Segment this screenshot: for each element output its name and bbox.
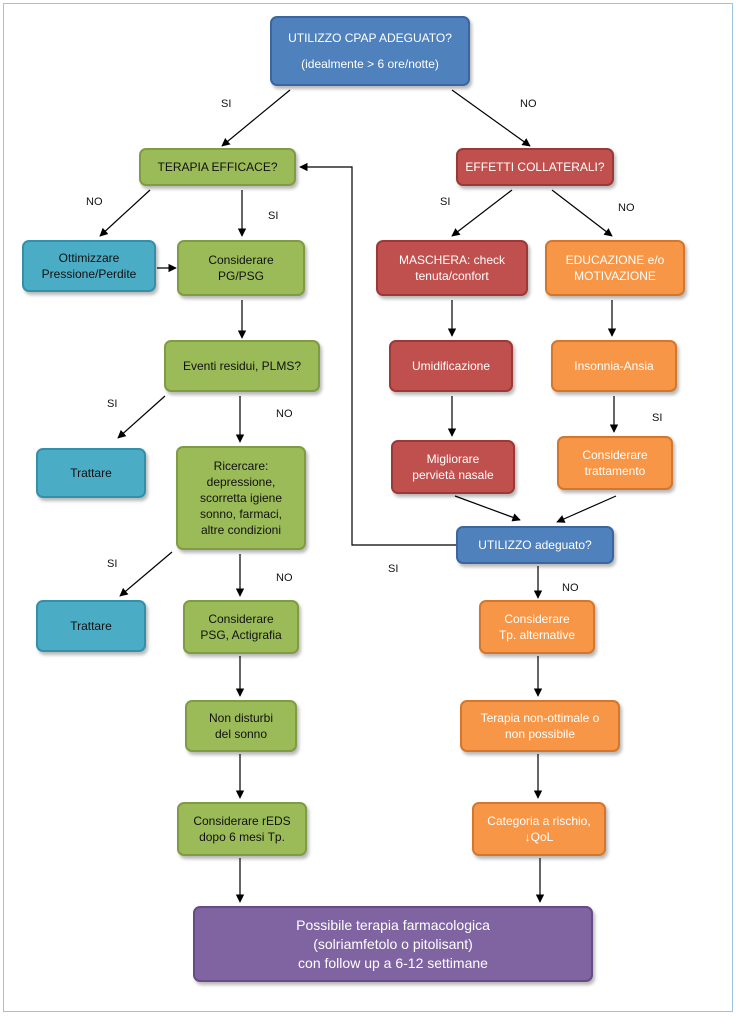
node-considerare-tp-line2: Tp. alternative	[498, 628, 576, 642]
node-ottimizzare-line1: Ottimizzare	[58, 251, 120, 265]
node-terapia-non-ottimale: Terapia non-ottimale o non possibile	[460, 700, 620, 752]
node-effetti-collaterali: EFFETTI COLLATERALI?	[456, 148, 614, 186]
label-si-eventi: SI	[107, 398, 118, 410]
label-no-terapia: NO	[86, 196, 103, 208]
node-trattare-1: Trattare	[36, 448, 146, 498]
label-si-insonnia: SI	[652, 412, 663, 424]
node-trattare-2-text: Trattare	[70, 619, 112, 633]
label-no-ricercare: NO	[276, 572, 293, 584]
page-frame	[3, 3, 733, 1012]
label-si-ricercare: SI	[107, 558, 118, 570]
node-considerare-psg-line1: Considerare	[208, 612, 274, 626]
node-ottimizzare-line2: Pressione/Perdite	[41, 267, 137, 281]
node-terapia-non-ottimale-line1: Terapia non-ottimale o	[480, 711, 600, 725]
node-maschera-line2: tenuta/confort	[415, 269, 489, 283]
node-non-disturbi: Non disturbi del sonno	[185, 700, 297, 752]
arrow-utilizzo-back-to-terapia	[299, 162, 456, 546]
node-utilizzo-cpap-line1: UTILIZZO CPAP ADEGUATO?	[288, 31, 452, 45]
node-considerare-reds-line2: dopo 6 mesi Tp.	[199, 830, 285, 844]
node-maschera: MASCHERA: check tenuta/confort	[376, 240, 528, 296]
node-utilizzo-cpap-line2: (idealmente > 6 ore/notte)	[301, 57, 439, 71]
node-utilizzo-adeguato-text: UTILIZZO adeguato?	[478, 538, 592, 552]
node-considerare-psg-line2: PSG, Actigrafia	[200, 628, 282, 642]
node-considerare-pg-psg: Considerare PG/PSG	[177, 240, 305, 296]
node-ricercare-line2: depressione,	[206, 475, 276, 489]
label-si-effetti: SI	[440, 196, 451, 208]
node-terapia-efficace: TERAPIA EFFICACE?	[139, 148, 296, 186]
node-categoria-line1: Categoria a rischio,	[487, 814, 591, 828]
node-considerare-tp: Considerare Tp. alternative	[479, 600, 595, 654]
node-categoria-line2: ↓QoL	[524, 830, 554, 844]
node-considerare-pg-psg-line1: Considerare	[208, 253, 274, 267]
node-considerare-pg-psg-line2: PG/PSG	[217, 269, 264, 283]
label-si-cpap: SI	[221, 98, 232, 110]
label-no-cpap: NO	[520, 98, 537, 110]
node-possibile-terapia-line1: Possibile terapia farmacologica	[296, 916, 490, 933]
label-no-utilizzo: NO	[562, 582, 579, 594]
node-ricercare-line5: altre condizioni	[200, 523, 282, 537]
arrow-eventi-to-trattare	[117, 395, 166, 439]
label-no-effetti: NO	[618, 202, 635, 214]
node-possibile-terapia-line2: (solriamfetolo o pitolisant)	[313, 935, 473, 952]
node-migliorare-line2: pervietà nasale	[412, 468, 494, 482]
node-considerare-tp-line1: Considerare	[504, 612, 570, 626]
node-possibile-terapia-line3: con follow up a 6-12 settimane	[298, 954, 488, 971]
node-ottimizzare: Ottimizzare Pressione/Perdite	[22, 240, 156, 292]
node-trattare-2: Trattare	[36, 600, 146, 652]
label-si-utilizzo: SI	[388, 563, 399, 575]
node-ricercare-line1: Ricercare:	[213, 459, 269, 473]
node-educazione: EDUCAZIONE e/o MOTIVAZIONE	[545, 240, 685, 296]
node-considerare-psg: Considerare PSG, Actigrafia	[183, 600, 299, 654]
node-utilizzo-adeguato: UTILIZZO adeguato?	[456, 526, 614, 564]
label-no-eventi: NO	[276, 408, 293, 420]
arrow-effetti-to-maschera	[451, 189, 513, 237]
node-insonnia-text: Insonnia-Ansia	[574, 359, 654, 373]
label-si-terapia: SI	[268, 210, 279, 222]
node-terapia-efficace-text: TERAPIA EFFICACE?	[157, 160, 278, 174]
node-maschera-line1: MASCHERA: check	[398, 253, 506, 267]
node-effetti-collaterali-text: EFFETTI COLLATERALI?	[465, 160, 605, 174]
node-educazione-line1: EDUCAZIONE e/o	[565, 253, 665, 267]
arrow-effetti-to-educazione	[551, 189, 613, 237]
node-possibile-terapia: Possibile terapia farmacologica (solriam…	[193, 906, 593, 982]
arrow-considerare-tratt-to-utilizzo	[556, 495, 617, 523]
arrow-terapia-to-ottimizzare	[99, 189, 151, 237]
node-utilizzo-cpap: UTILIZZO CPAP ADEGUATO? (idealmente > 6 …	[270, 16, 470, 86]
node-educazione-line2: MOTIVAZIONE	[574, 269, 656, 283]
arrow-cpap-to-effetti	[451, 89, 531, 147]
node-considerare-trattamento-line2: trattamento	[584, 464, 646, 478]
node-considerare-trattamento: Considerare trattamento	[557, 436, 673, 490]
node-considerare-trattamento-line1: Considerare	[582, 448, 648, 462]
node-categoria: Categoria a rischio, ↓QoL	[472, 802, 606, 856]
node-migliorare: Migliorare pervietà nasale	[391, 440, 515, 494]
node-insonnia: Insonnia-Ansia	[551, 340, 677, 392]
node-considerare-reds: Considerare rEDS dopo 6 mesi Tp.	[177, 802, 307, 856]
node-eventi-residui: Eventi residui, PLMS?	[164, 340, 320, 392]
node-eventi-residui-text: Eventi residui, PLMS?	[182, 359, 302, 373]
node-ricercare-line3: scorretta igiene	[199, 491, 283, 505]
node-ricercare: Ricercare: depressione, scorretta igiene…	[176, 446, 306, 550]
node-terapia-non-ottimale-line2: non possibile	[504, 727, 576, 741]
node-umidificazione-text: Umidificazione	[411, 359, 491, 373]
node-non-disturbi-line1: Non disturbi	[208, 711, 274, 725]
arrow-cpap-to-terapia	[221, 89, 291, 147]
node-considerare-reds-line1: Considerare rEDS	[193, 814, 291, 828]
arrow-ricercare-to-trattare	[119, 551, 173, 597]
node-non-disturbi-line2: del sonno	[214, 727, 268, 741]
node-trattare-1-text: Trattare	[70, 466, 112, 480]
node-ricercare-line4: sonno, farmaci,	[199, 507, 283, 521]
arrow-migliorare-to-utilizzo	[454, 495, 521, 522]
node-umidificazione: Umidificazione	[389, 340, 513, 392]
node-migliorare-line1: Migliorare	[426, 452, 480, 466]
